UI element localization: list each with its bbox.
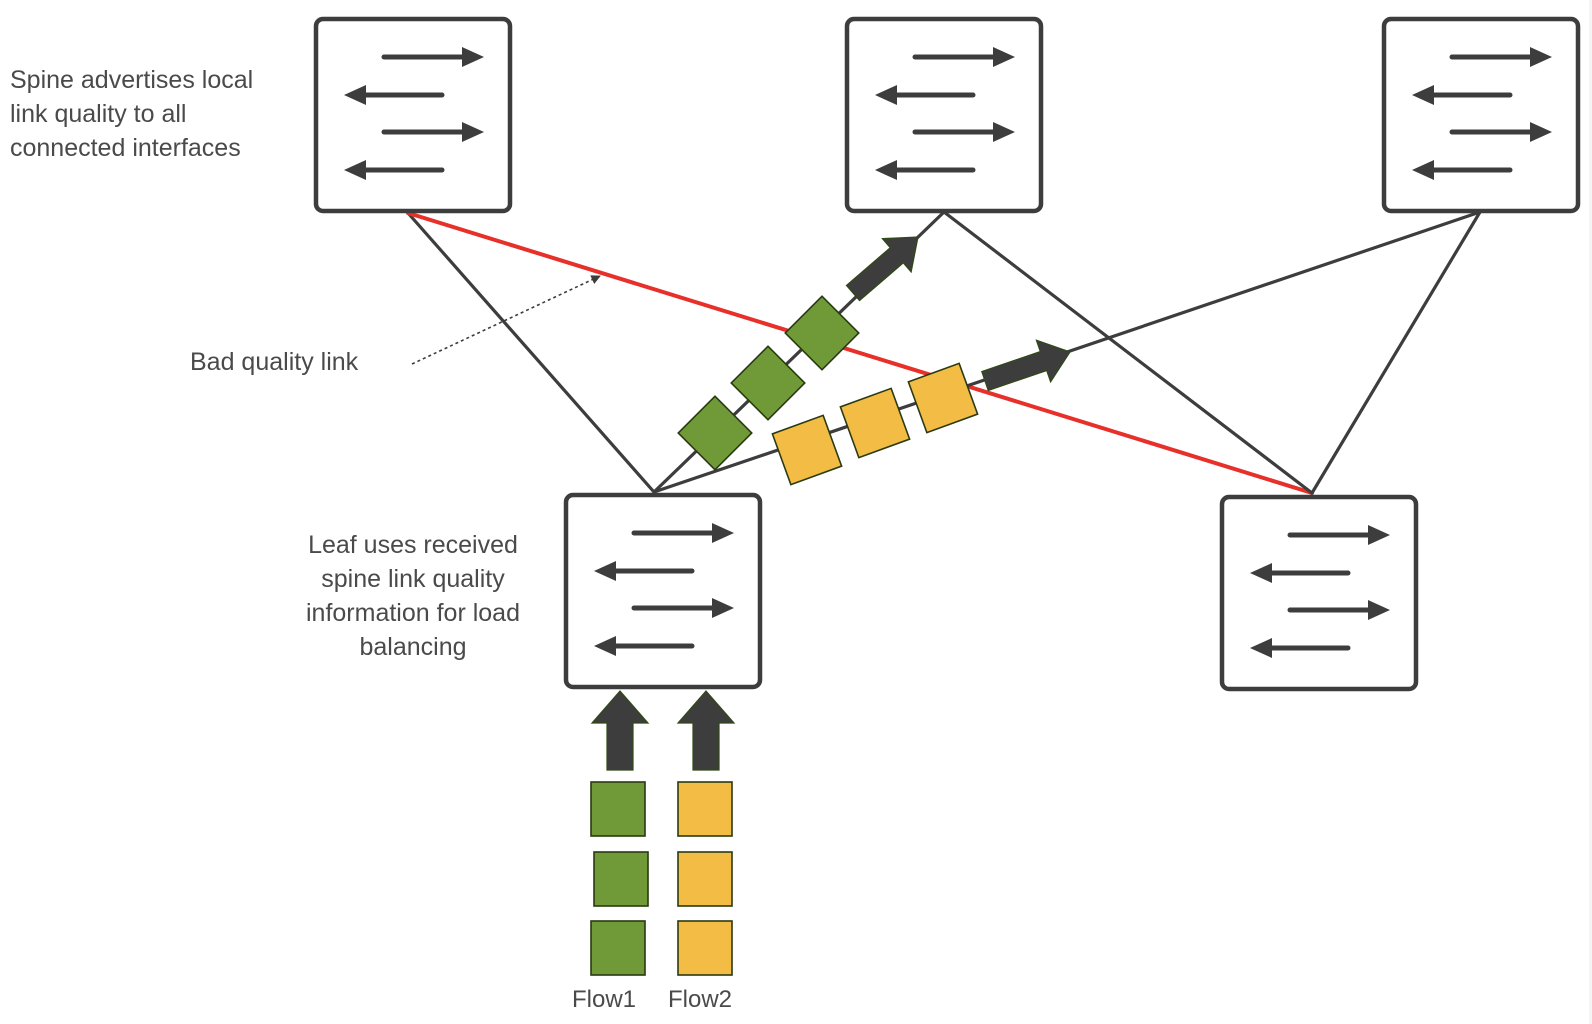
arrow-left-head: [1412, 85, 1434, 105]
flow2-queued-packet: [677, 781, 733, 837]
arrow-right-head: [462, 122, 484, 142]
arrow-left-head: [594, 636, 616, 656]
switch-icon: [594, 523, 734, 656]
spine-annotation-line: Spine advertises local: [10, 66, 254, 94]
switch-box: [1219, 494, 1419, 692]
arrow-right-head: [1368, 600, 1390, 620]
flow1-packet-in-transit: [730, 345, 806, 421]
flow1-direction-arrow: [845, 236, 919, 302]
flow2-direction-arrow: [981, 339, 1071, 392]
bad-link-annotation: Bad quality link: [190, 348, 359, 376]
flow2-packet-in-transit: [839, 387, 911, 459]
spine-switch-spine3: [1381, 16, 1581, 214]
bad-quality-link: [406, 211, 1314, 495]
arrow-right-head: [1530, 47, 1552, 67]
flow1-queued-packet: [593, 851, 649, 907]
link-spine1-leaf1: [406, 211, 656, 494]
leaf-annotation-line: Leaf uses received: [308, 531, 518, 559]
devices-layer: [313, 16, 1581, 692]
spine-annotation-line: connected interfaces: [10, 134, 241, 162]
leaf-annotation-line: spine link quality: [321, 565, 505, 593]
annotation-layer: [411, 275, 601, 365]
flow2-packet-in-transit: [771, 414, 843, 486]
switch-icon: [1412, 47, 1552, 180]
flow2-queued-packet: [677, 851, 733, 907]
leaf-annotation-line: balancing: [359, 633, 467, 661]
arrow-left-head: [875, 85, 897, 105]
arrow-right-head: [1530, 122, 1552, 142]
flow1-label: Flow1: [572, 986, 637, 1013]
switch-box: [313, 16, 513, 214]
switch-box: [1381, 16, 1581, 214]
spine-annotation: Spine advertises local link quality to a…: [10, 63, 253, 165]
arrow-left-head: [1250, 563, 1272, 583]
switch-icon: [875, 47, 1015, 180]
bad-link-pointer: [411, 275, 601, 365]
packets-layer: [590, 236, 1071, 976]
arrow-right-head: [993, 122, 1015, 142]
switch-icon: [1250, 525, 1390, 658]
flow2-packet-in-transit: [907, 362, 979, 434]
switch-box: [844, 16, 1044, 214]
arrow-right-head: [1368, 525, 1390, 545]
flow1-packet-in-transit: [677, 395, 753, 471]
flow1-packet-in-transit: [784, 295, 860, 371]
arrow-left-head: [344, 85, 366, 105]
arrow-left-head: [875, 160, 897, 180]
flow2-ingress-arrow: [676, 690, 736, 771]
flow1-queued-packet: [590, 781, 646, 837]
spine-switch-spine2: [844, 16, 1044, 214]
links-layer: [406, 210, 1482, 495]
link-spine2-leaf2: [942, 210, 1314, 495]
arrow-right-head: [462, 47, 484, 67]
switch-icon: [344, 47, 484, 180]
spine-annotation-line: link quality to all: [10, 100, 187, 128]
arrow-right-head: [712, 523, 734, 543]
arrow-left-head: [344, 160, 366, 180]
leaf-switch-leaf1: [563, 492, 763, 690]
flow2-queued-packet: [677, 920, 733, 976]
leaf-switch-leaf2: [1219, 494, 1419, 692]
leaf-annotation: Leaf uses received spine link quality in…: [278, 528, 548, 664]
arrow-left-head: [1250, 638, 1272, 658]
flow2-label: Flow2: [668, 986, 733, 1013]
arrow-left-head: [594, 561, 616, 581]
switch-box: [563, 492, 763, 690]
arrow-right-head: [993, 47, 1015, 67]
arrow-left-head: [1412, 160, 1434, 180]
flow1-ingress-arrow: [590, 690, 650, 771]
arrow-right-head: [712, 598, 734, 618]
page-edge: [1589, 0, 1592, 1024]
link-spine3-leaf2: [1310, 210, 1482, 495]
flow1-queued-packet: [590, 920, 646, 976]
spine-switch-spine1: [313, 16, 513, 214]
leaf-annotation-line: information for load: [305, 599, 520, 627]
